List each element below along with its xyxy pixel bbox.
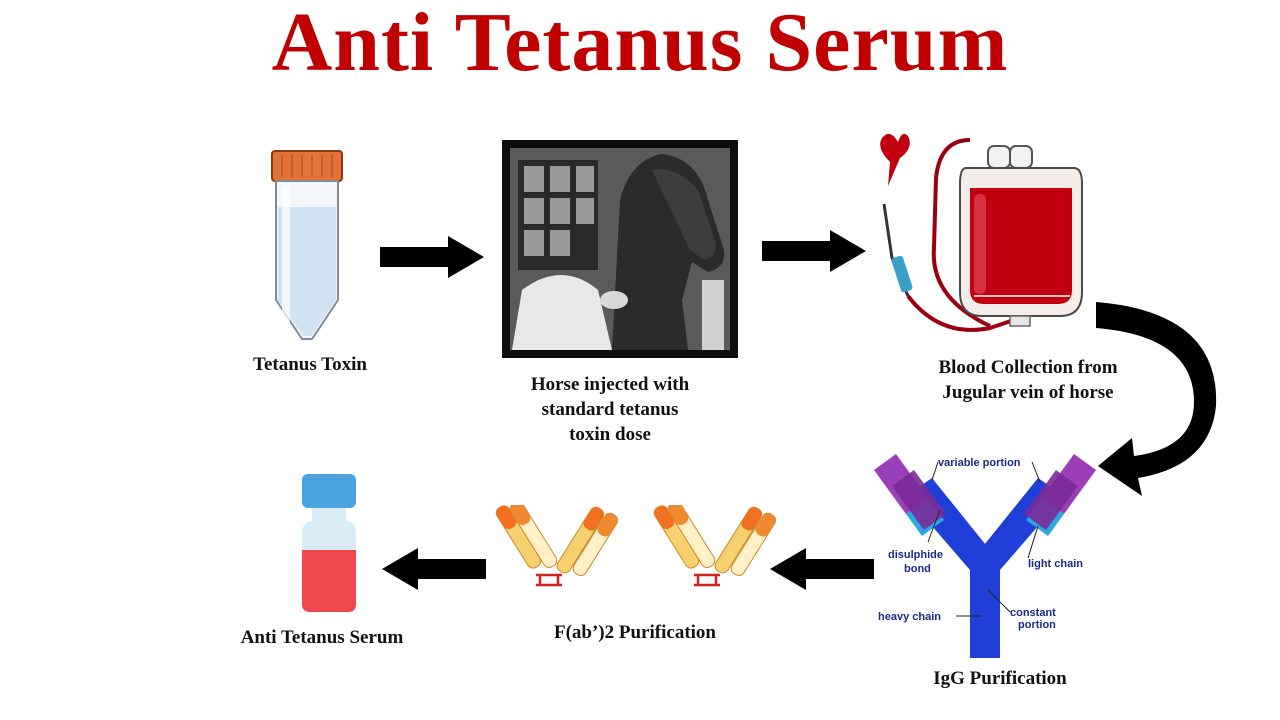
disulphide-label-2: bond <box>904 563 931 575</box>
step-horse-label: Horse injected with standard tetanus tox… <box>530 374 690 445</box>
horse-injection-photo <box>502 140 738 358</box>
step-toxin-label: Tetanus Toxin <box>253 354 367 375</box>
constant-label-2: portion <box>1018 619 1056 631</box>
arrow-left-icon <box>770 548 874 590</box>
test-tube-icon <box>271 150 343 340</box>
arrow-right-icon <box>380 236 484 278</box>
curved-arrow-icon <box>1096 302 1217 496</box>
blood-bag-icon <box>880 133 1083 332</box>
arrow-left-icon <box>382 548 486 590</box>
disulphide-label-1: disulphide <box>888 549 943 561</box>
serum-vial-icon <box>302 474 356 612</box>
heavy-chain-label: heavy chain <box>878 611 941 623</box>
igg-antibody-diagram: variable portion disulphide bond light c… <box>874 454 1096 658</box>
step-serum-label: Anti Tetanus Serum <box>240 627 404 648</box>
fab2-fragments-icon <box>495 505 777 587</box>
page-title: Anti Tetanus Serum <box>271 0 1009 89</box>
arrow-right-icon <box>762 230 866 272</box>
step-igg-label: IgG Purification <box>933 668 1067 689</box>
light-chain-label: light chain <box>1028 558 1083 570</box>
step-blood-label: Blood Collection from Jugular vein of ho… <box>938 357 1118 403</box>
variable-portion-label: variable portion <box>938 457 1021 469</box>
step-fab-label: F(ab’)2 Purification <box>553 622 716 643</box>
constant-label-1: constant <box>1010 607 1056 619</box>
